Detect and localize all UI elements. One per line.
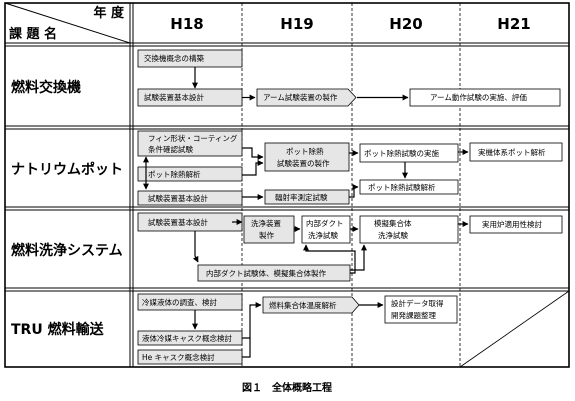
task-arrow-bar bbox=[256, 88, 357, 107]
task-label: ポット除熱 bbox=[286, 146, 324, 156]
task-label: ポット除熱試験解析 bbox=[368, 182, 436, 192]
task-label: 実機体系ポット解析 bbox=[478, 147, 546, 157]
table-frame bbox=[4, 2, 570, 368]
task-label: 洗浄試験 bbox=[308, 230, 338, 240]
category-border bbox=[129, 3, 134, 367]
flow-arrow bbox=[242, 338, 251, 358]
flow-arrow bbox=[192, 231, 199, 263]
task-box bbox=[137, 49, 243, 68]
task-label: 内部ダクト試験体、模擬集合体製作 bbox=[206, 268, 326, 278]
task-label: 実用炉適用性検討 bbox=[482, 219, 542, 229]
flow-arrow bbox=[242, 160, 264, 176]
row-fuel-exchanger: 交換機概念の構築 試験装置基本設計 アーム試験装置の製作 アーム動作試験の実施、… bbox=[137, 49, 561, 107]
flow-arrow bbox=[242, 302, 262, 339]
row-tru-transport: 冷媒液体の調査、検討 液体冷媒キャスク概念検討 He キャスク概念検討 燃料集合… bbox=[137, 293, 458, 365]
flow-arrow bbox=[349, 184, 359, 198]
task-label: ポット除熱試験の実施 bbox=[364, 148, 439, 158]
task-label: 試験装置の製作 bbox=[277, 158, 330, 168]
task-box bbox=[409, 88, 561, 107]
task-box bbox=[469, 142, 563, 162]
header-corner-year: 年 度 bbox=[93, 5, 125, 21]
task-label: 試験装置基本設計 bbox=[148, 217, 208, 227]
row-fuel-washing: 試験装置基本設計 洗浄装置 製作 内部ダクト 洗浄試験 模擬集合体 洗浄試験 実… bbox=[137, 212, 563, 282]
task-label: アーム動作試験の実施、評価 bbox=[430, 92, 527, 102]
task-box bbox=[137, 190, 243, 206]
task-arrow-bar bbox=[262, 296, 360, 314]
task-label: 条件確認試験 bbox=[148, 144, 193, 154]
figure-caption: 図１ 全体概略工程 bbox=[242, 381, 332, 394]
category-tru-transport: TRU 燃料輸送 bbox=[11, 321, 105, 338]
header-corner-diagonal bbox=[4, 2, 131, 44]
task-label: 設計データ取得 bbox=[391, 298, 444, 308]
category-fuel-exchanger: 燃料交換機 bbox=[11, 79, 81, 96]
year-h20: H20 bbox=[389, 15, 422, 33]
task-box bbox=[137, 166, 243, 182]
task-label: 試験装置基本設計 bbox=[148, 193, 208, 203]
category-fuel-washing: 燃料洗浄システム bbox=[11, 242, 123, 259]
task-label: 模擬集合体 bbox=[374, 218, 412, 228]
flow-arrow bbox=[350, 244, 367, 271]
flow-arrow bbox=[303, 244, 356, 274]
task-box bbox=[384, 295, 458, 324]
flow-arrow bbox=[242, 147, 264, 160]
year-h19: H19 bbox=[280, 15, 313, 33]
task-box bbox=[264, 142, 350, 172]
task-label: 冷媒液体の調査、検討 bbox=[142, 297, 217, 307]
task-box bbox=[469, 215, 563, 234]
task-box bbox=[243, 215, 295, 244]
task-box bbox=[137, 130, 243, 157]
task-label: 液体冷媒キャスク概念検討 bbox=[142, 333, 232, 343]
task-label: 燃料集合体温度解析 bbox=[269, 300, 337, 310]
task-box bbox=[137, 293, 243, 311]
task-label: 開発課題整理 bbox=[391, 310, 436, 320]
row-sodium-pot: フィン形状・コーティング 条件確認試験 ポット除熱解析 試験装置基本設計 ポット… bbox=[137, 130, 563, 206]
task-label: 交換機概念の構築 bbox=[144, 53, 204, 63]
task-label: 内部ダクト bbox=[306, 218, 344, 228]
year-h21: H21 bbox=[497, 15, 530, 33]
header-corner-subject: 課 題 名 bbox=[9, 26, 57, 42]
task-label: 洗浄試験 bbox=[378, 230, 408, 240]
task-label: アーム試験装置の製作 bbox=[263, 92, 338, 102]
task-label: 製作 bbox=[259, 230, 274, 240]
task-box bbox=[301, 215, 351, 244]
task-box bbox=[359, 143, 459, 163]
task-label: He キャスク概念検討 bbox=[142, 352, 215, 362]
row-separators bbox=[5, 42, 569, 292]
task-box bbox=[359, 215, 459, 244]
task-label: 輻射率測定試験 bbox=[275, 192, 328, 202]
task-box bbox=[359, 179, 459, 195]
empty-cell-diagonal bbox=[459, 290, 570, 368]
task-label: 洗浄装置 bbox=[251, 218, 281, 228]
year-h18: H18 bbox=[170, 15, 203, 33]
task-label: フィン形状・コーティング bbox=[148, 133, 238, 143]
task-label: 試験装置基本設計 bbox=[144, 92, 204, 102]
category-sodium-pot: ナトリウムポット bbox=[11, 161, 123, 178]
task-label: ポット除熱解析 bbox=[148, 169, 201, 179]
